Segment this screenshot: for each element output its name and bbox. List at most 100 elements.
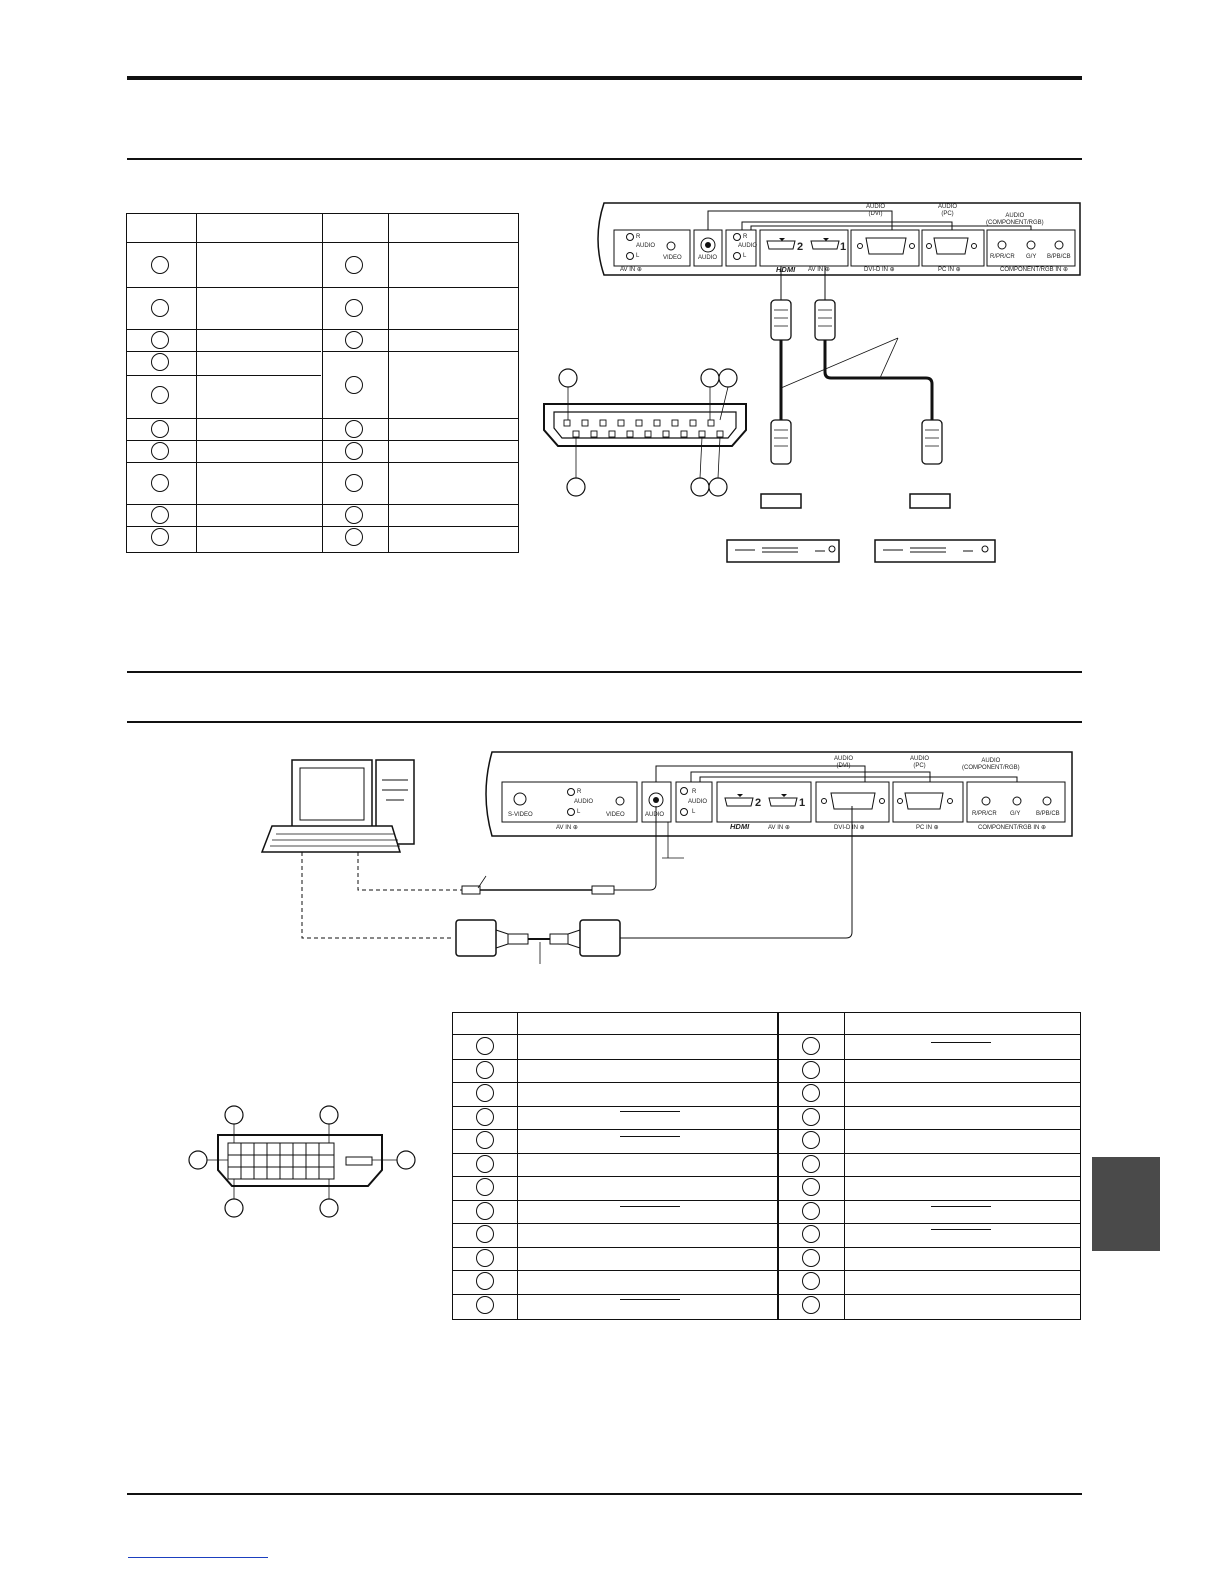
pin-marker (802, 1131, 820, 1149)
top-rule (127, 76, 1082, 80)
pin-marker (476, 1272, 494, 1290)
pin-marker (476, 1108, 494, 1126)
pin-marker (802, 1272, 820, 1290)
pin-marker (476, 1178, 494, 1196)
dvi-comp-g-label: G/Y (1010, 811, 1021, 817)
pin-marker (476, 1131, 494, 1149)
pin-marker (802, 1037, 820, 1055)
overline-mark (620, 1111, 680, 1112)
dvi-audio-pc-label: AUDIO (PC) (910, 756, 930, 769)
pin-marker (345, 331, 363, 349)
pin-marker (345, 474, 363, 492)
hdmi-audio-dvi-label: AUDIO (DVI) (866, 204, 886, 217)
pin-marker (802, 1084, 820, 1102)
pin-marker (802, 1178, 820, 1196)
dvi-comp-in-label: COMPONENT/RGB IN ⊕ (978, 825, 1047, 831)
hdmi-comp-r-label: R/PR/CR (990, 254, 1015, 260)
hdmi-comp-b-label: B/PB/CB (1047, 254, 1071, 260)
dvi-port-r-label: R (692, 789, 697, 795)
dvi-l-label: L (577, 809, 581, 815)
hdmi-rear-panel (543, 202, 1081, 563)
hdmi-av-in-port-label: AV IN ⊕ (808, 267, 830, 273)
dvi-port-2-label: 2 (755, 797, 762, 809)
dvi-comp-b-label: B/PB/CB (1036, 811, 1060, 817)
pin-marker (802, 1155, 820, 1173)
pin-marker (476, 1084, 494, 1102)
overline-mark (931, 1042, 991, 1043)
pin-marker (345, 376, 363, 394)
pin-marker (151, 528, 169, 546)
hdmi-r-label: R (636, 234, 641, 240)
pin-marker (151, 420, 169, 438)
hdmi-pin-table (126, 213, 519, 553)
pin-marker (345, 299, 363, 317)
pin-marker (151, 331, 169, 349)
hdmi-audio-label: AUDIO (636, 243, 656, 249)
section-tab (1092, 1157, 1160, 1251)
pin-marker (345, 420, 363, 438)
pin-marker (476, 1037, 494, 1055)
pin-marker (151, 474, 169, 492)
pin-marker (802, 1061, 820, 1079)
hdmi-av-in-label: AV IN ⊕ (620, 267, 642, 273)
pin-marker (802, 1249, 820, 1267)
dvi-svideo-label: S-VIDEO (508, 812, 533, 818)
hdmi-dvi-in-label: DVI-D IN ⊕ (864, 267, 895, 273)
dvi-audio-component-label: AUDIO (COMPONENT/RGB) (962, 758, 1020, 771)
dvi-comp-r-label: R/PR/CR (972, 811, 997, 817)
hdmi-audio-pc-label: AUDIO (PC) (938, 204, 958, 217)
hdmi-port-2-label: 2 (797, 241, 804, 253)
pin-marker (151, 353, 169, 371)
pin-marker (476, 1202, 494, 1220)
dvi-r-label: R (577, 789, 582, 795)
bottom-rule (127, 1493, 1082, 1495)
dvi-av-in-label: AV IN ⊕ (556, 825, 578, 831)
dvi-audio-dvi-label: AUDIO (DVI) (834, 756, 854, 769)
dvi-port-audio-label: AUDIO (688, 799, 708, 805)
hdmi-logo: HDMI (776, 265, 796, 274)
pin-marker (476, 1296, 494, 1314)
dvi-pc-in-label: PC IN ⊕ (916, 825, 939, 831)
hdmi-port-1-label: 1 (840, 241, 847, 253)
hdmi-port-audio-label: AUDIO (738, 243, 758, 249)
hdmi-video-label: VIDEO (663, 255, 682, 261)
footer-link[interactable] (128, 1557, 268, 1558)
hdmi-audio-jack-label: AUDIO (698, 255, 718, 261)
pin-marker (151, 442, 169, 460)
overline-mark (931, 1229, 991, 1230)
hdmi-pc-in-label: PC IN ⊕ (938, 267, 961, 273)
dvi-hdmi-av-in-label: AV IN ⊕ (768, 825, 790, 831)
pin-marker (476, 1155, 494, 1173)
pin-marker (151, 506, 169, 524)
pin-marker (476, 1249, 494, 1267)
dvi-video-label: VIDEO (606, 812, 625, 818)
pin-marker (802, 1225, 820, 1243)
hdmi-l-label: L (636, 253, 640, 259)
dvi-rear-panel (188, 751, 1073, 1218)
pin-marker (802, 1202, 820, 1220)
overline-mark (931, 1206, 991, 1207)
dvi-pin-table (452, 1012, 1081, 1320)
dvi-hdmi-logo: HDMI (730, 822, 750, 831)
pin-marker (151, 299, 169, 317)
overline-mark (620, 1136, 680, 1137)
hdmi-section-rule (127, 158, 1082, 160)
pin-marker (802, 1296, 820, 1314)
dvi-port-1-label: 1 (799, 797, 806, 809)
hdmi-port-l-label: L (743, 253, 747, 259)
hdmi-audio-component-label: AUDIO (COMPONENT/RGB) (986, 213, 1044, 226)
pin-marker (476, 1061, 494, 1079)
pin-marker (151, 256, 169, 274)
pin-marker (345, 256, 363, 274)
overline-mark (620, 1206, 680, 1207)
dvi-port-l-label: L (692, 809, 696, 815)
dvi-dvi-in-label: DVI-D IN ⊕ (834, 825, 865, 831)
dvi-audio-jack-label: AUDIO (645, 812, 665, 818)
pin-marker (802, 1108, 820, 1126)
hdmi-comp-in-label: COMPONENT/RGB IN ⊕ (1000, 267, 1069, 273)
overline-mark (620, 1299, 680, 1300)
pin-marker (345, 528, 363, 546)
pin-marker (476, 1225, 494, 1243)
dvi-section-rule (127, 721, 1082, 723)
pin-marker (151, 386, 169, 404)
